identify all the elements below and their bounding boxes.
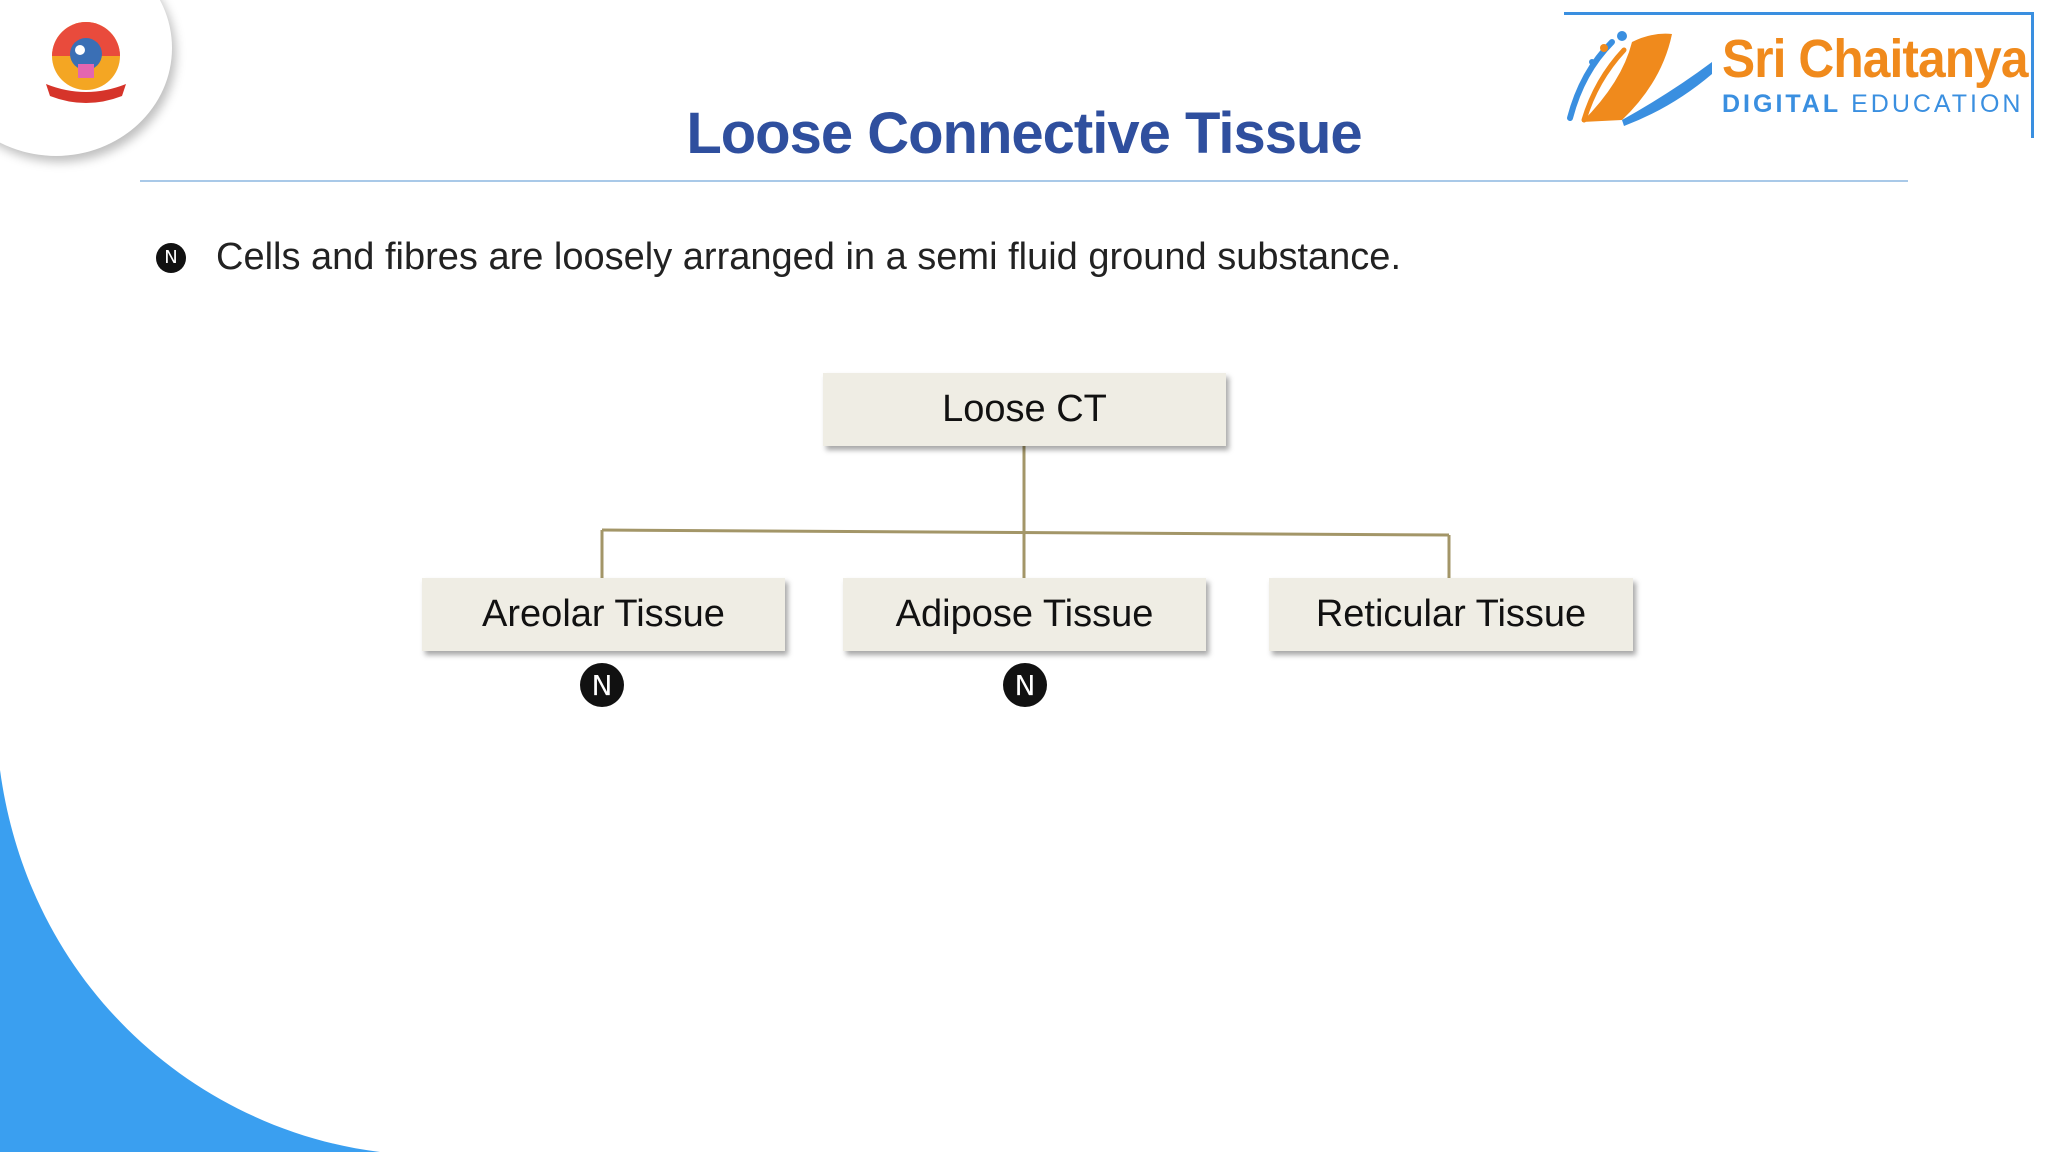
- brand-name: Sri Chaitanya: [1722, 29, 2028, 89]
- brand-frame: [1564, 12, 2034, 138]
- branch-bar: [601, 528, 1450, 537]
- school-emblem-icon: [46, 22, 126, 103]
- note-badge-adipose-icon[interactable]: N: [1003, 663, 1047, 707]
- node-adipose: Adipose Tissue: [843, 578, 1206, 651]
- node-reticular: Reticular Tissue: [1269, 578, 1633, 651]
- title-divider: [140, 180, 1908, 182]
- bullet-text: Cells and fibres are loosely arranged in…: [216, 236, 1401, 278]
- note-badge-areolar-icon[interactable]: N: [580, 663, 624, 707]
- node-root: Loose CT: [823, 373, 1226, 446]
- bullet-item: N Cells and fibres are loosely arranged …: [156, 236, 1401, 279]
- note-badge-icon: N: [156, 242, 186, 273]
- node-areolar: Areolar Tissue: [422, 578, 785, 651]
- open-book-logo-icon: [1567, 31, 1712, 126]
- brand-subtitle: DIGITAL EDUCATION: [1722, 90, 2024, 118]
- slide-title: Loose Connective Tissue: [686, 101, 1362, 166]
